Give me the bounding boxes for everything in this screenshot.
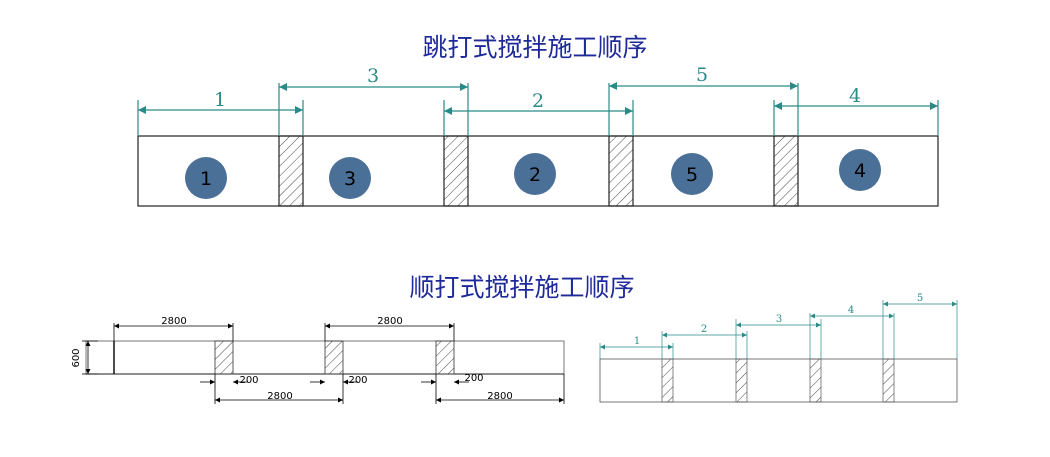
bottom-dim-2800-b: 2800 [487,391,512,402]
top-dim-label-2: 2 [532,90,544,112]
bottom-left-diagram: 600 2800 2800 200 200 200 2800 2800 [71,316,565,404]
sequence-circle-5-label: 5 [686,164,698,186]
right-dim-label-1: 1 [634,336,640,347]
height-dim-label: 600 [71,348,82,367]
sequence-circle-1-label: 1 [200,168,212,190]
sequence-circle-4 [839,149,881,191]
top-sequence-circles: 1 3 2 5 4 [185,149,881,199]
gap-dim-200-b: 200 [348,375,367,386]
bottom-dim-2800-a: 2800 [267,391,292,402]
bottom-right-diagram: 1 2 3 4 5 [599,293,958,403]
top-dim-2800-a: 2800 [161,316,186,327]
top-dim-label-5: 5 [696,64,708,86]
right-dim-label-5: 5 [917,293,923,304]
sequence-circle-3-label: 3 [344,168,356,190]
gap-dim-200-c: 200 [464,373,483,384]
top-dim-label-1: 1 [214,89,226,111]
top-joints [278,135,799,207]
right-dim-label-3: 3 [776,314,782,325]
right-dim-label-4: 4 [848,305,854,316]
sequence-circle-4-label: 4 [854,160,866,182]
sequence-circle-2 [514,153,556,195]
bottom-title: 顺打式搅拌施工顺序 [409,273,634,302]
top-dim-label-3: 3 [367,65,379,87]
right-dim-label-2: 2 [701,324,707,335]
sequence-circle-2-label: 2 [529,164,541,186]
sequence-circle-3 [329,157,371,199]
top-title: 跳打式搅拌施工顺序 [422,33,647,62]
sequence-circle-5 [671,153,713,195]
top-dim-label-4: 4 [849,85,861,107]
top-dim-2800-b: 2800 [377,316,402,327]
gap-dim-200-a: 200 [239,375,258,386]
sequence-circle-1 [185,157,227,199]
